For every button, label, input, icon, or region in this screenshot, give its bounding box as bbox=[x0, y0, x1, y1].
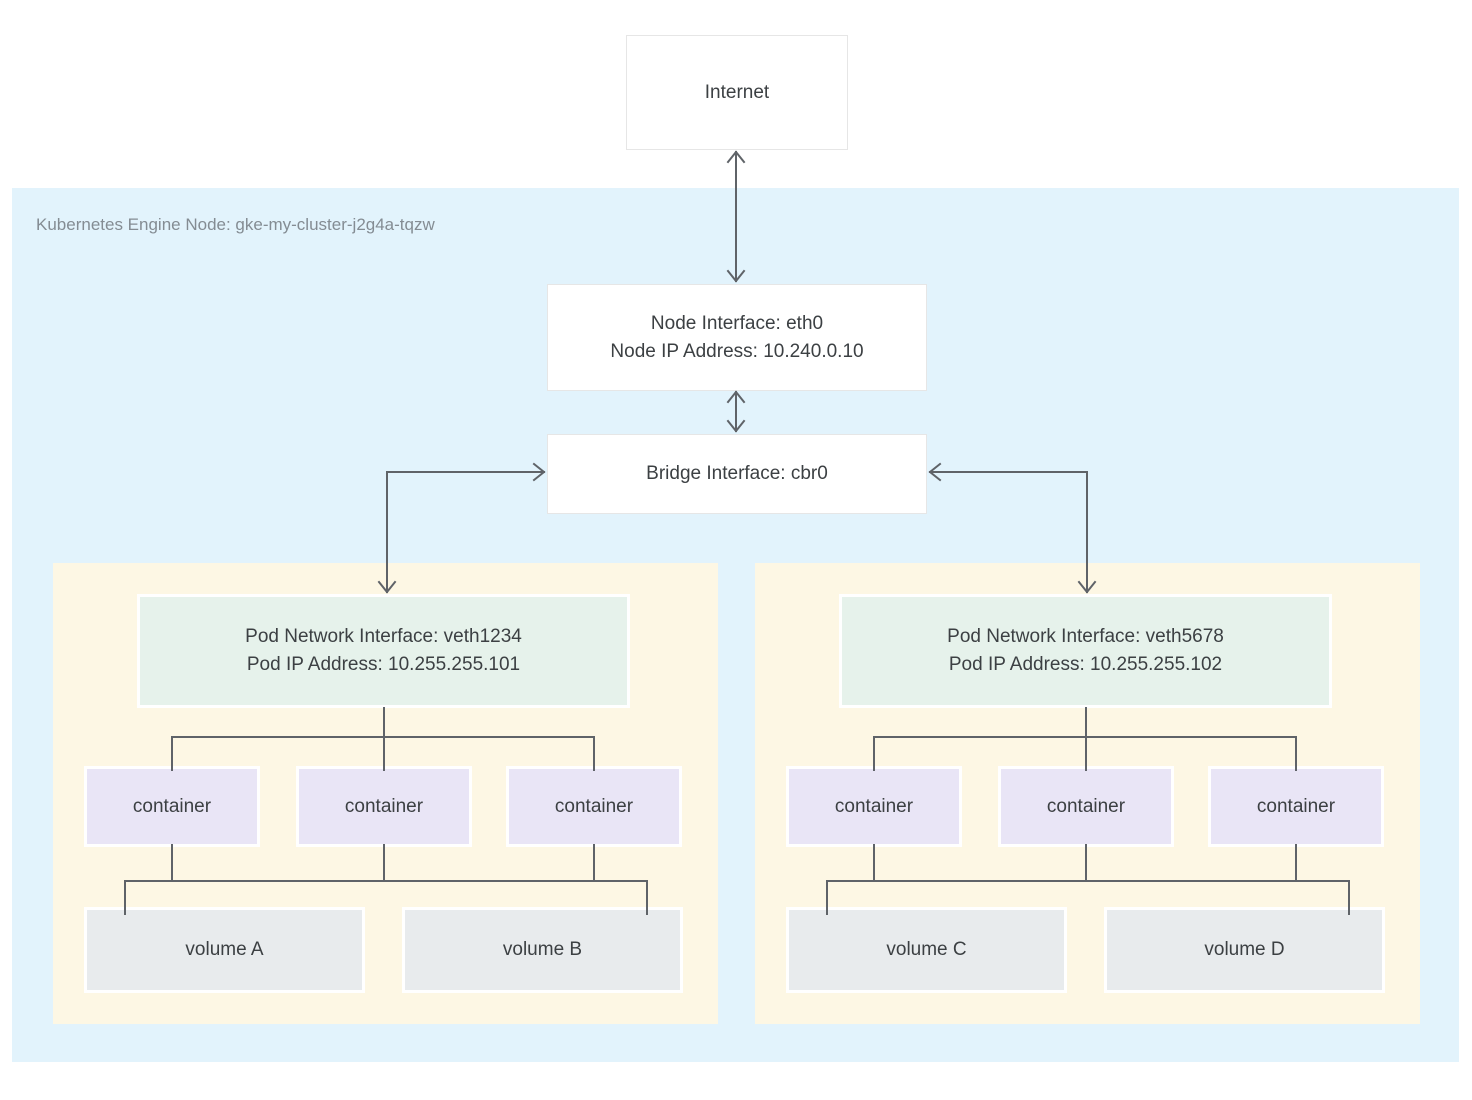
node-interface-line1: Node Interface: eth0 bbox=[650, 312, 824, 334]
node-interface-box: Node Interface: eth0 Node IP Address: 10… bbox=[547, 284, 927, 391]
pod-1-container-2: container bbox=[296, 766, 472, 847]
kubernetes-engine-node-region: Kubernetes Engine Node: gke-my-cluster-j… bbox=[12, 188, 1459, 1062]
pod-1-interface-line2: Pod IP Address: 10.255.255.101 bbox=[246, 654, 521, 675]
pod-2-container-1: container bbox=[786, 766, 962, 847]
bridge-interface-box: Bridge Interface: cbr0 bbox=[547, 434, 927, 514]
pod-2: Pod Network Interface: veth5678 Pod IP A… bbox=[755, 563, 1420, 1024]
pod-1-volume-b: volume B bbox=[402, 907, 683, 993]
internet-label: Internet bbox=[704, 81, 770, 103]
pod-1-interface-line1: Pod Network Interface: veth1234 bbox=[245, 626, 522, 647]
pod-2-interface-line1: Pod Network Interface: veth5678 bbox=[947, 626, 1224, 647]
pod-1-volume-a: volume A bbox=[84, 907, 365, 993]
pod-1-network-interface-box: Pod Network Interface: veth1234 Pod IP A… bbox=[137, 594, 630, 708]
pod-2-volume-d: volume D bbox=[1104, 907, 1385, 993]
kubernetes-engine-node-label: Kubernetes Engine Node: gke-my-cluster-j… bbox=[36, 215, 435, 234]
pod-2-container-2: container bbox=[998, 766, 1174, 847]
pod-1-container-3: container bbox=[506, 766, 682, 847]
bridge-interface-label: Bridge Interface: cbr0 bbox=[646, 463, 828, 484]
pod-1: Pod Network Interface: veth1234 Pod IP A… bbox=[53, 563, 718, 1024]
pod-2-volume-c: volume C bbox=[786, 907, 1067, 993]
pod-2-container-3: container bbox=[1208, 766, 1384, 847]
node-interface-line2: Node IP Address: 10.240.0.10 bbox=[610, 340, 864, 362]
pod-1-container-1: container bbox=[84, 766, 260, 847]
pod-2-network-interface-box: Pod Network Interface: veth5678 Pod IP A… bbox=[839, 594, 1332, 708]
internet-box: Internet bbox=[626, 35, 848, 150]
pod-2-interface-line2: Pod IP Address: 10.255.255.102 bbox=[948, 654, 1223, 675]
